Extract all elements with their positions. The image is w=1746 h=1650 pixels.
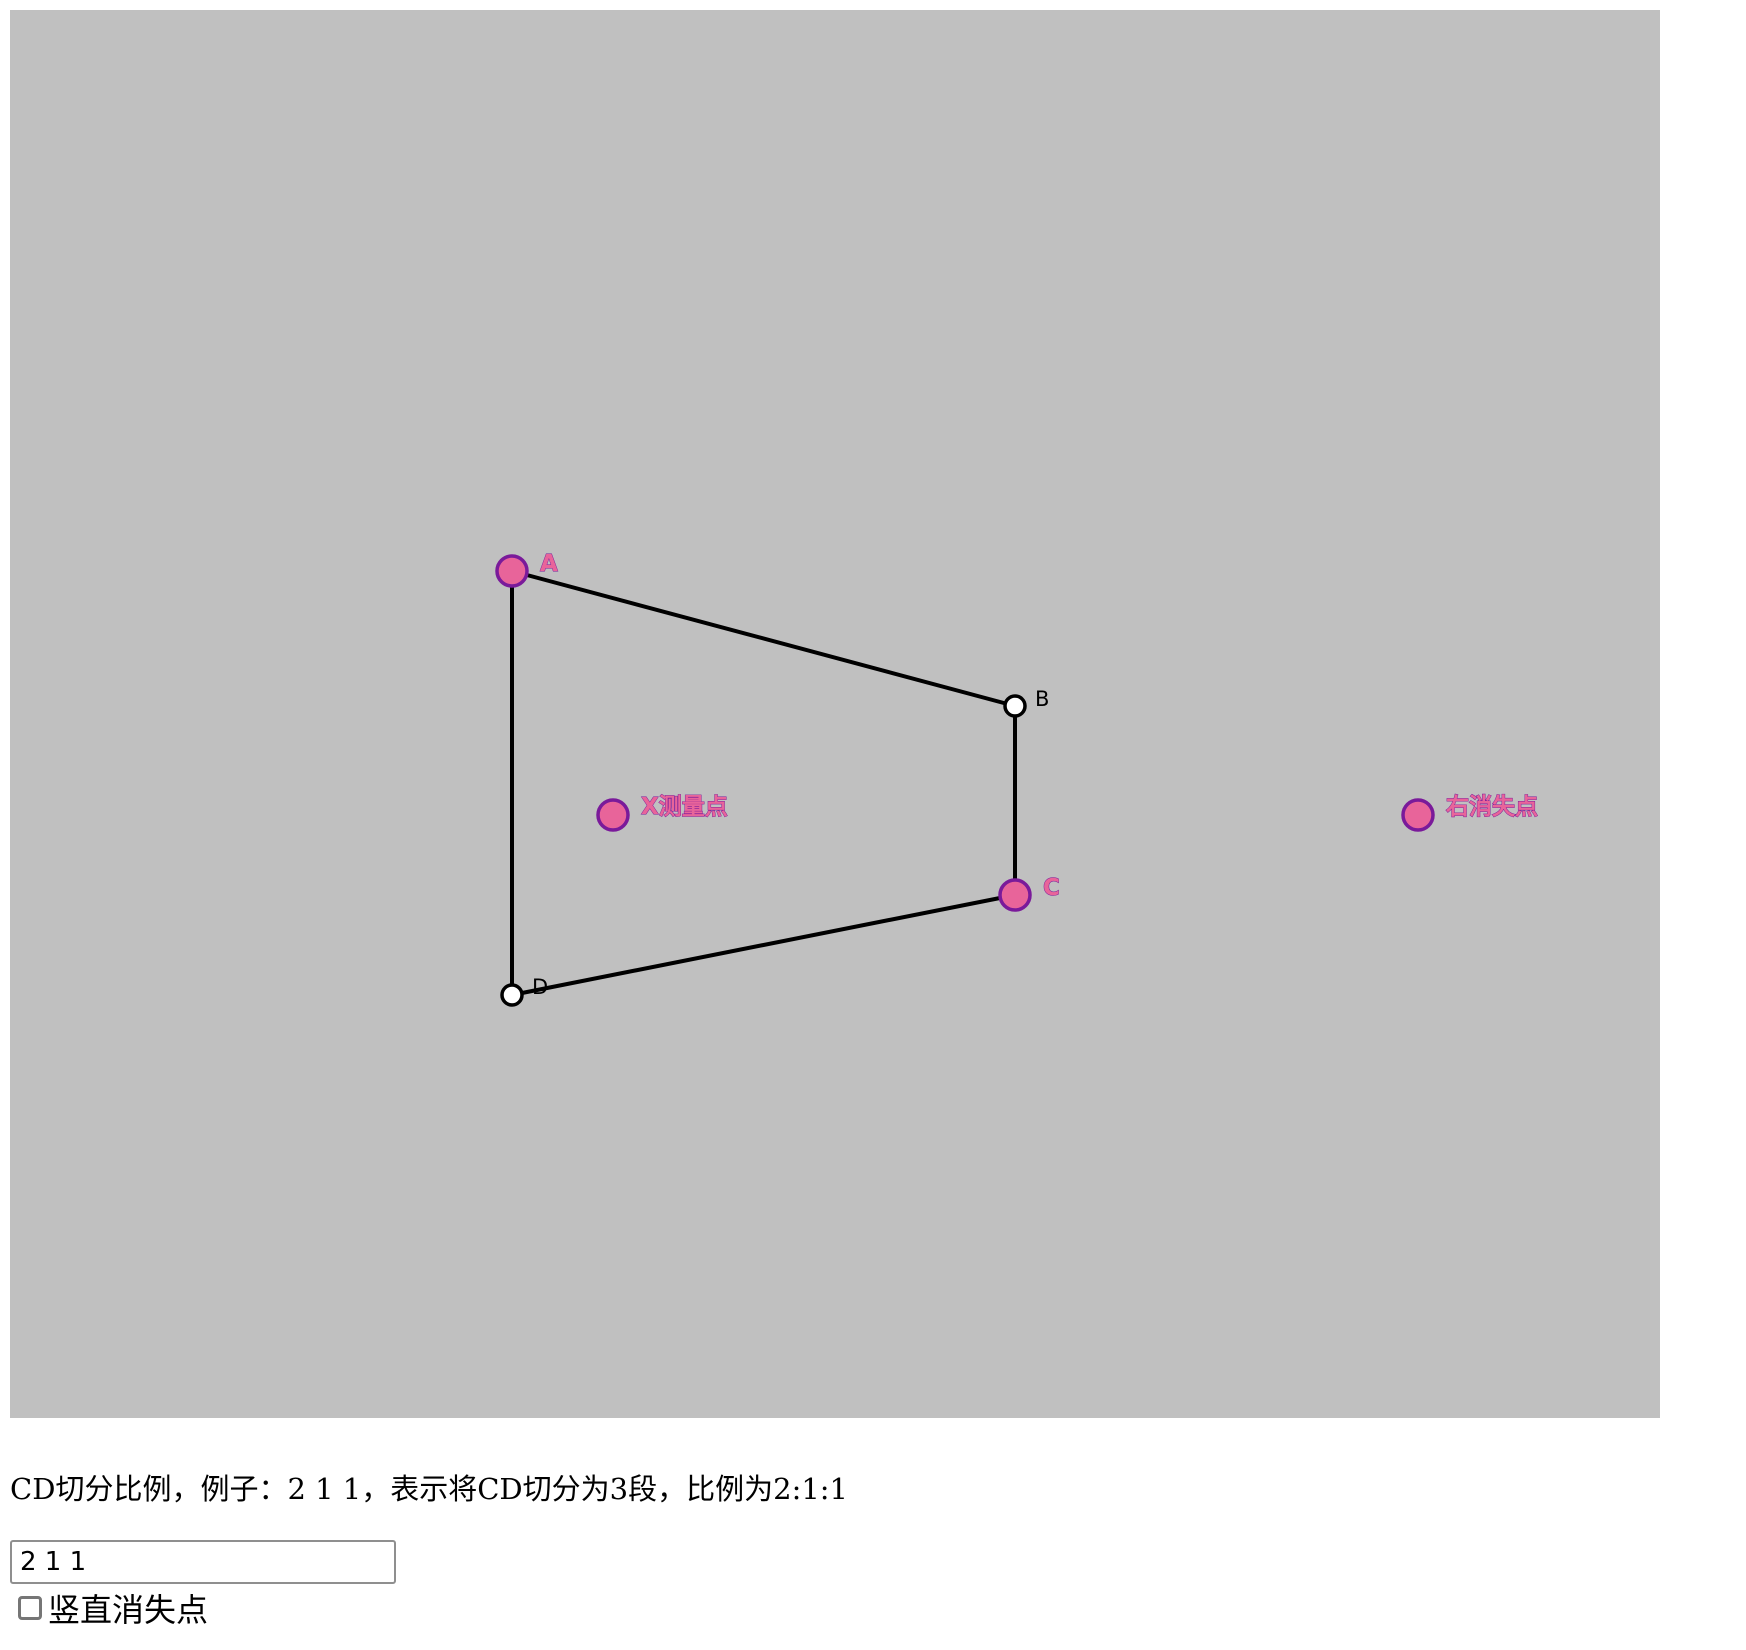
point-label-x: X测量点 bbox=[641, 794, 728, 820]
point-label-b: B bbox=[1035, 687, 1049, 711]
point-label-d: D bbox=[532, 975, 548, 999]
vertical-vanishing-point-checkbox[interactable] bbox=[18, 1596, 42, 1620]
vertical-vanishing-point-label: 竖直消失点 bbox=[48, 1591, 209, 1629]
segment-cd[interactable] bbox=[511, 893, 1016, 997]
point-r[interactable] bbox=[1401, 798, 1435, 832]
point-c[interactable] bbox=[998, 878, 1032, 912]
point-a[interactable] bbox=[495, 554, 529, 588]
point-label-r: 右消失点 bbox=[1446, 793, 1538, 820]
segment-ab[interactable] bbox=[511, 569, 1016, 708]
geometry-canvas[interactable]: A B C D X测量点 右消失点 bbox=[10, 10, 1660, 1418]
geometry-drawing[interactable]: A B C D X测量点 右消失点 bbox=[10, 10, 1660, 1418]
ratio-input[interactable] bbox=[10, 1540, 396, 1584]
vertical-vanishing-point-option[interactable]: 竖直消失点 bbox=[18, 1588, 209, 1629]
point-d[interactable] bbox=[500, 983, 524, 1007]
point-label-c: C bbox=[1043, 875, 1060, 901]
point-x[interactable] bbox=[596, 798, 630, 832]
point-b[interactable] bbox=[1003, 694, 1027, 718]
ratio-instruction: CD切分比例，例子：2 1 1，表示将CD切分为3段，比例为2:1:1 bbox=[10, 1472, 849, 1506]
point-label-a: A bbox=[540, 551, 558, 577]
